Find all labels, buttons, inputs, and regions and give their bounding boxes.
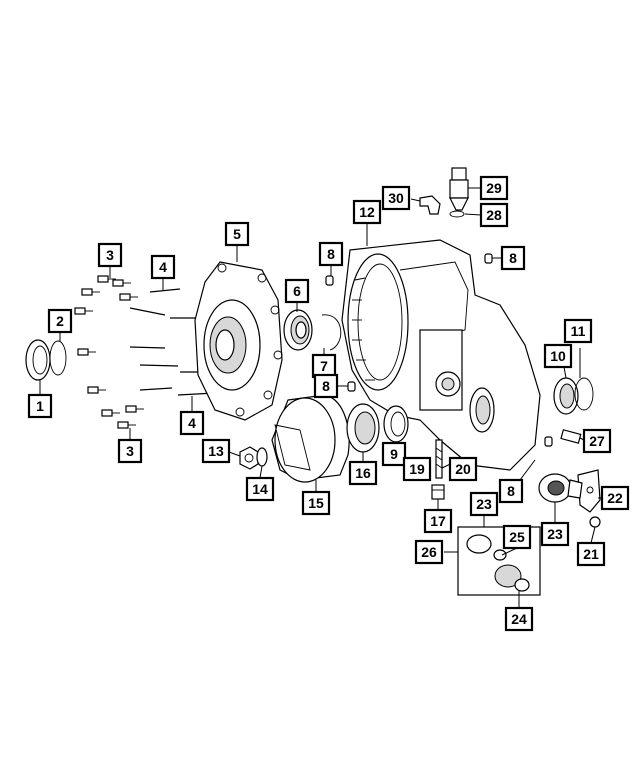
svg-text:17: 17 <box>430 513 446 529</box>
cover-plate-part-5 <box>194 261 283 421</box>
sensor-part-29 <box>449 167 469 211</box>
callout-19: 19 <box>402 456 432 482</box>
callout-16: 16 <box>348 460 378 486</box>
svg-text:21: 21 <box>583 546 599 562</box>
callout-17: 17 <box>423 508 453 534</box>
svg-text:12: 12 <box>359 204 375 220</box>
o-ring-part-28 <box>449 210 465 218</box>
svg-text:4: 4 <box>159 259 167 275</box>
callout-3-bottom: 3 <box>117 438 143 464</box>
svg-text:3: 3 <box>126 443 134 459</box>
callout-28: 28 <box>479 202 509 228</box>
svg-text:20: 20 <box>455 461 471 477</box>
callout-4-bottom: 4 <box>179 410 205 436</box>
svg-text:16: 16 <box>355 465 371 481</box>
seal-part-9 <box>383 405 409 443</box>
callout-23-b: 23 <box>540 521 570 547</box>
part-artwork <box>25 167 601 596</box>
seal-part-16 <box>346 403 380 453</box>
callout-12: 12 <box>352 199 382 225</box>
callout-22: 22 <box>600 485 630 511</box>
svg-text:4: 4 <box>188 415 196 431</box>
callout-10: 10 <box>543 343 573 369</box>
svg-text:24: 24 <box>511 611 527 627</box>
svg-text:27: 27 <box>589 433 605 449</box>
bushing-part-23 <box>538 473 583 503</box>
callout-labels: 1 2 3 3 4 4 5 6 7 8 8 8 8 9 10 11 12 13 … <box>27 175 630 632</box>
bearing-part-10 <box>553 377 579 415</box>
snap-ring-part-11 <box>574 377 594 411</box>
callout-30: 30 <box>381 185 411 211</box>
callout-26: 26 <box>414 539 444 565</box>
flange-part-15 <box>271 394 350 483</box>
key-part-27 <box>560 429 582 444</box>
callout-3-top: 3 <box>97 242 123 268</box>
callout-7: 7 <box>311 353 337 379</box>
callout-1: 1 <box>27 393 53 419</box>
svg-text:3: 3 <box>106 247 114 263</box>
svg-text:6: 6 <box>293 283 301 299</box>
plug-part-17 <box>431 484 445 500</box>
svg-text:2: 2 <box>56 313 64 329</box>
svg-text:11: 11 <box>571 323 586 339</box>
callout-9: 9 <box>381 441 407 467</box>
callout-11: 11 <box>563 318 593 344</box>
callout-29: 29 <box>479 175 509 201</box>
seal-kit-box-part-26 <box>457 526 541 596</box>
bolts-part-3 <box>74 275 144 429</box>
svg-text:1: 1 <box>36 398 44 414</box>
callout-24: 24 <box>504 606 534 632</box>
svg-text:14: 14 <box>252 481 268 497</box>
fitting-part-30 <box>419 195 441 215</box>
callout-4-top: 4 <box>150 254 176 280</box>
callout-2: 2 <box>47 308 73 334</box>
callout-13: 13 <box>201 438 231 464</box>
callout-15: 15 <box>301 490 331 516</box>
callout-5: 5 <box>224 221 250 247</box>
bolt-part-21 <box>589 516 601 528</box>
callout-14: 14 <box>245 476 275 502</box>
snap-ring-part-7 <box>321 314 342 351</box>
dowels-part-8 <box>325 253 553 447</box>
svg-text:19: 19 <box>409 461 425 477</box>
svg-text:15: 15 <box>308 495 324 511</box>
callout-8-a: 8 <box>318 241 344 267</box>
svg-text:13: 13 <box>208 443 224 459</box>
svg-text:30: 30 <box>388 190 404 206</box>
callout-8-b: 8 <box>313 373 339 399</box>
bearing-part-6 <box>283 309 313 351</box>
svg-text:8: 8 <box>327 246 335 262</box>
pin-part-20 <box>435 439 443 479</box>
bracket-part-22 <box>577 469 601 513</box>
svg-text:26: 26 <box>421 544 437 560</box>
svg-text:23: 23 <box>547 526 563 542</box>
svg-text:8: 8 <box>322 378 330 394</box>
svg-text:23: 23 <box>476 496 492 512</box>
svg-text:5: 5 <box>233 226 241 242</box>
callout-21: 21 <box>576 541 606 567</box>
svg-text:8: 8 <box>507 483 515 499</box>
nut-part-13 <box>239 446 259 470</box>
svg-text:25: 25 <box>509 529 525 545</box>
callout-8-d: 8 <box>498 478 524 504</box>
svg-text:8: 8 <box>509 250 517 266</box>
seal-part-1 <box>25 339 51 381</box>
callout-25: 25 <box>502 524 532 550</box>
svg-text:29: 29 <box>486 180 502 196</box>
callout-6: 6 <box>284 278 310 304</box>
svg-text:7: 7 <box>320 358 328 374</box>
svg-text:22: 22 <box>607 490 623 506</box>
snap-ring-part-2 <box>49 340 67 376</box>
svg-text:9: 9 <box>390 446 398 462</box>
callout-20: 20 <box>448 456 478 482</box>
svg-text:10: 10 <box>550 348 566 364</box>
svg-text:28: 28 <box>486 207 502 223</box>
callout-27: 27 <box>582 428 612 454</box>
washer-part-14 <box>256 447 268 467</box>
callout-23-a: 23 <box>469 491 499 517</box>
callout-8-c: 8 <box>500 245 526 271</box>
